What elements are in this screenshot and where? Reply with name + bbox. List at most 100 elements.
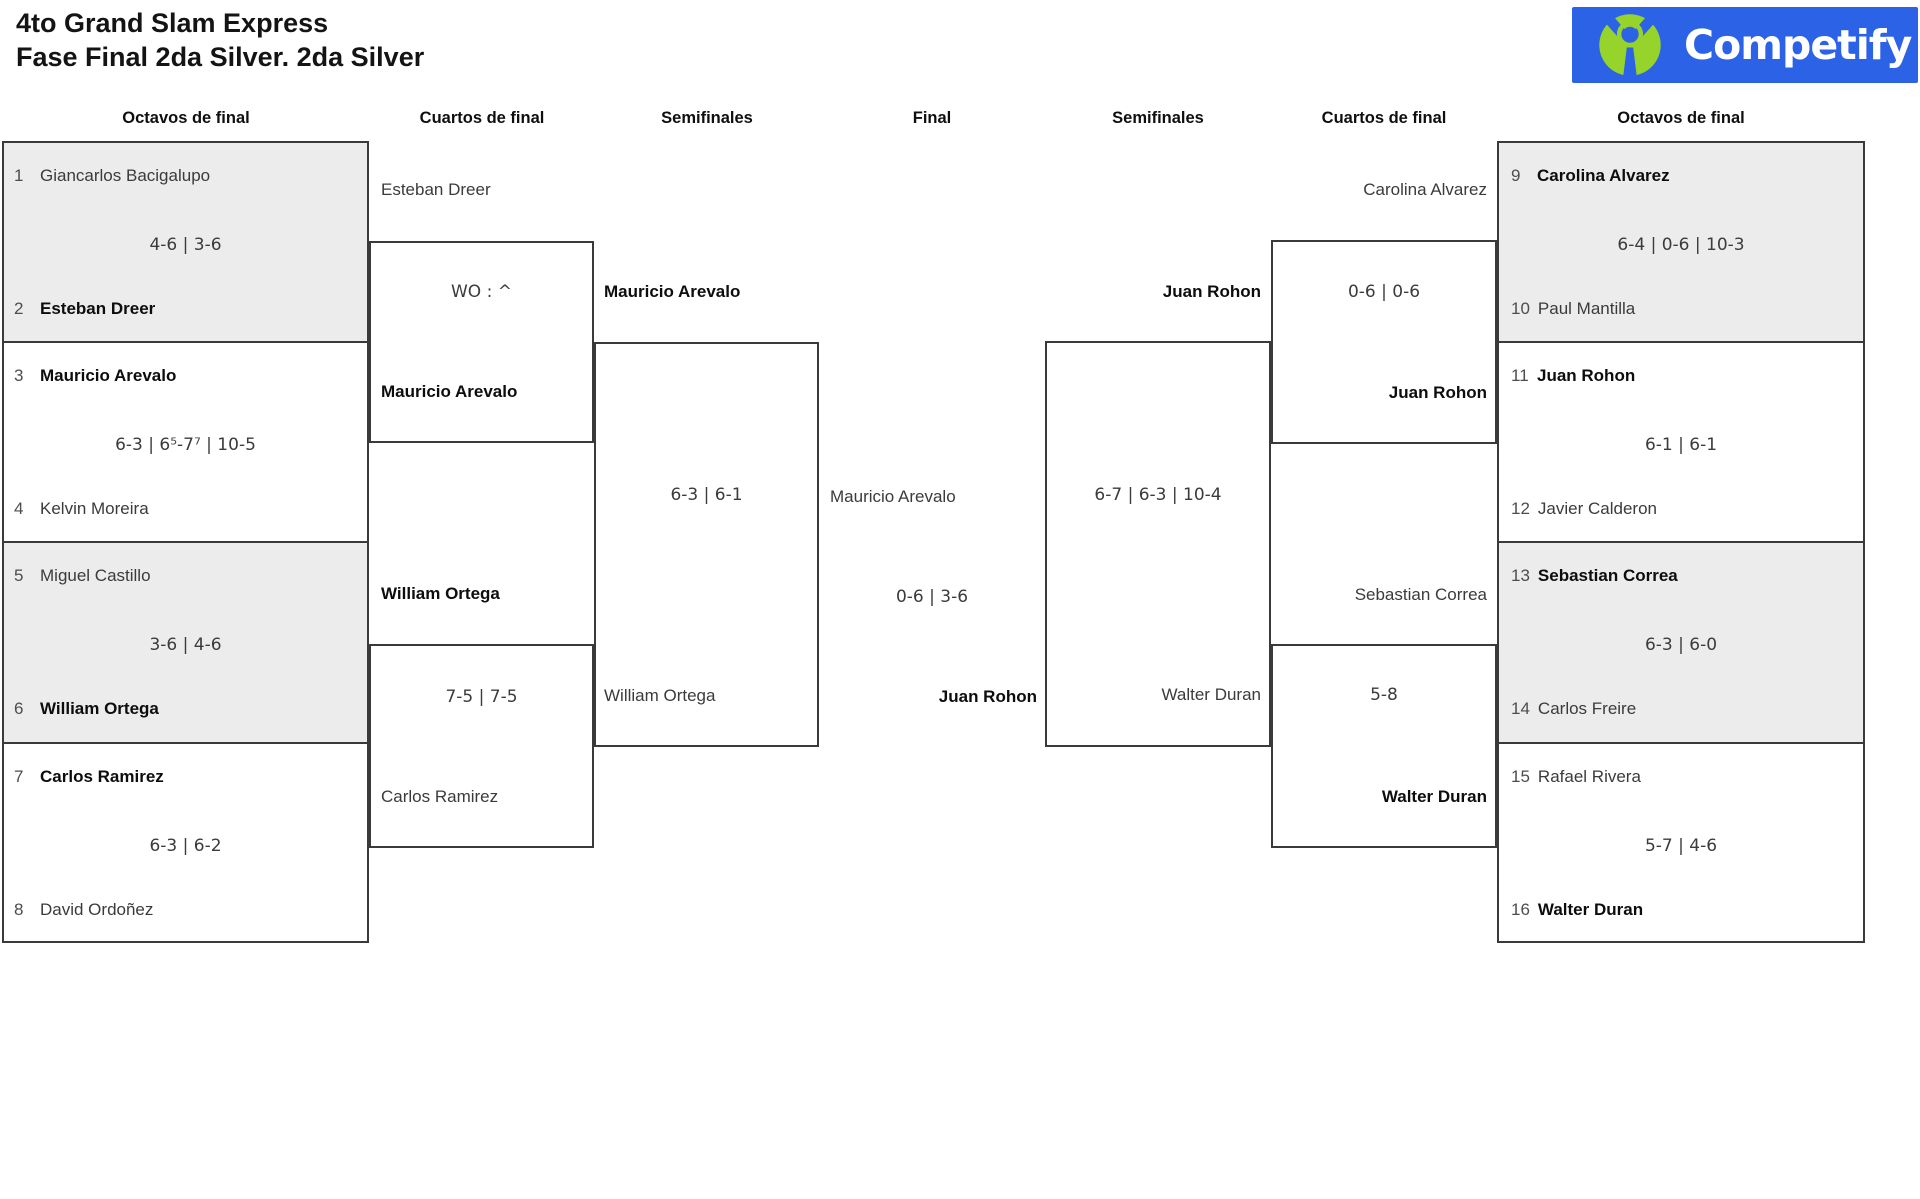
round-header-cuartos-right: Cuartos de final xyxy=(1321,109,1447,127)
player-name: Carlos Freire xyxy=(1537,699,1637,718)
player-name: William Ortega xyxy=(381,584,500,603)
player-row: 8 David Ordoñez xyxy=(14,899,153,921)
player-name: Giancarlos Bacigalupo xyxy=(40,166,211,185)
player-name: Carolina Alvarez xyxy=(1537,166,1670,185)
match-score: 7-5 | 7-5 xyxy=(445,687,518,707)
competify-person-icon xyxy=(1599,14,1661,77)
player-name: Sebastian Correa xyxy=(1354,585,1487,604)
player-name: Juan Rohon xyxy=(1388,383,1487,402)
match-score: 6-7 | 6-3 | 10-4 xyxy=(1094,485,1222,505)
player-name: Miguel Castillo xyxy=(40,566,151,585)
match-score: 6-3 | 6-0 xyxy=(1644,635,1718,655)
player-name: Paul Mantilla xyxy=(1537,299,1636,318)
match-box-octavos-left-2: 3 Mauricio Arevalo 6-3 | 6⁵-7⁷ | 10-5 4 Ke… xyxy=(2,341,369,543)
match-score: 6-3 | 6⁵-7⁷ | 10-5 xyxy=(115,435,256,455)
round-header-cuartos-left: Cuartos de final xyxy=(419,109,545,127)
phase-name: Fase Final 2da Silver. 2da Silver xyxy=(16,42,425,72)
player-name: Juan Rohon xyxy=(938,687,1037,706)
player-name: Mauricio Arevalo xyxy=(830,487,956,506)
match-score: 0-6 | 3-6 xyxy=(895,587,969,607)
seed-number: 1 xyxy=(14,166,24,185)
match-box-octavos-right-2: 11 Juan Rohon 6-1 | 6-1 12 Javier Calderon xyxy=(1497,341,1865,543)
player-row: 9 Carolina Alvarez xyxy=(1511,165,1670,187)
player-name: Juan Rohon xyxy=(1162,282,1261,301)
seed-number: 7 xyxy=(14,767,24,786)
match-box-cuartos-right-1 xyxy=(1271,240,1497,444)
competify-logo-text: Competify xyxy=(1684,21,1912,69)
round-header-semis-left: Semifinales xyxy=(661,109,753,127)
player-name: Carlos Ramirez xyxy=(40,767,164,786)
seed-number: 9 xyxy=(1511,166,1521,185)
match-box-semifinal-left xyxy=(594,342,819,747)
seed-number: 10 xyxy=(1511,299,1530,318)
seed-number: 6 xyxy=(14,699,24,718)
match-box-semifinal-right xyxy=(1045,341,1271,747)
seed-number: 5 xyxy=(14,566,24,585)
seed-number: 3 xyxy=(14,366,24,385)
player-name: Walter Duran xyxy=(1381,787,1487,806)
match-score: 6-3 | 6-1 xyxy=(670,485,743,505)
round-header-octavos-right: Octavos de final xyxy=(1617,109,1745,127)
round-header-octavos-left: Octavos de final xyxy=(122,109,250,127)
player-name: Javier Calderon xyxy=(1537,499,1657,518)
player-name: Walter Duran xyxy=(1537,900,1644,919)
player-row: 5 Miguel Castillo xyxy=(14,565,151,587)
player-row: 6 William Ortega xyxy=(14,698,159,720)
match-score: 6-3 | 6-2 xyxy=(149,836,222,856)
match-score: 0-6 | 0-6 xyxy=(1347,282,1421,302)
competify-logo: Competify xyxy=(1572,7,1918,83)
player-name: Carlos Ramirez xyxy=(381,787,499,806)
match-box-octavos-left-4: 7 Carlos Ramirez 6-3 | 6-2 8 David Ordoñez xyxy=(2,742,369,943)
player-name: Carolina Alvarez xyxy=(1363,180,1487,199)
player-row: 1 Giancarlos Bacigalupo xyxy=(14,165,210,187)
match-score: 6-4 | 0-6 | 10-3 xyxy=(1617,235,1745,255)
match-box-cuartos-left-1 xyxy=(369,241,594,443)
player-row: 2 Esteban Dreer xyxy=(14,298,155,320)
seed-number: 13 xyxy=(1511,566,1530,585)
player-name: Sebastian Correa xyxy=(1537,566,1678,585)
player-row: 3 Mauricio Arevalo xyxy=(14,365,176,387)
player-name: Esteban Dreer xyxy=(381,180,491,199)
match-score: 5-8 xyxy=(1370,685,1398,705)
seed-number: 14 xyxy=(1511,699,1530,718)
seed-number: 2 xyxy=(14,299,24,318)
match-box-octavos-right-1: 9 Carolina Alvarez 6-4 | 0-6 | 10-3 10 Pau… xyxy=(1497,141,1865,343)
player-row: 13 Sebastian Correa xyxy=(1511,565,1678,587)
player-row: 7 Carlos Ramirez xyxy=(14,766,164,788)
player-name: Esteban Dreer xyxy=(40,299,156,318)
player-name: Mauricio Arevalo xyxy=(604,282,741,301)
player-row: 10 Paul Mantilla xyxy=(1511,298,1635,320)
player-row: 11 Juan Rohon xyxy=(1511,365,1635,387)
match-box-cuartos-right-2 xyxy=(1271,644,1497,848)
player-name: Kelvin Moreira xyxy=(40,499,149,518)
match-score: WO : ^ xyxy=(451,282,512,302)
seed-number: 8 xyxy=(14,900,24,919)
seed-number: 11 xyxy=(1511,366,1529,385)
page-title: 4to Grand Slam Express Fase Final 2da Si… xyxy=(16,6,424,74)
match-box-octavos-right-3: 13 Sebastian Correa 6-3 | 6-0 14 Carlos Fr… xyxy=(1497,541,1865,744)
player-name: Mauricio Arevalo xyxy=(40,366,177,385)
player-name: Juan Rohon xyxy=(1537,366,1636,385)
match-score: 3-6 | 4-6 xyxy=(149,635,222,655)
player-row: 4 Kelvin Moreira xyxy=(14,498,149,520)
seed-number: 4 xyxy=(14,499,24,518)
seed-number: 12 xyxy=(1511,499,1530,518)
match-box-octavos-left-3: 5 Miguel Castillo 3-6 | 4-6 6 William Orte… xyxy=(2,541,369,744)
player-name: William Ortega xyxy=(40,699,159,718)
match-score: 6-1 | 6-1 xyxy=(1644,435,1718,455)
seed-number: 15 xyxy=(1511,767,1530,786)
match-score: 5-7 | 4-6 xyxy=(1644,836,1718,856)
player-name: David Ordoñez xyxy=(40,900,154,919)
player-row: 12 Javier Calderon xyxy=(1511,498,1657,520)
player-row: 14 Carlos Freire xyxy=(1511,698,1636,720)
player-name: Mauricio Arevalo xyxy=(381,382,518,401)
tournament-name: 4to Grand Slam Express xyxy=(16,8,329,38)
round-header-final: Final xyxy=(912,109,952,127)
round-header-semis-right: Semifinales xyxy=(1112,109,1204,127)
match-box-cuartos-left-2 xyxy=(369,644,594,848)
player-name: William Ortega xyxy=(604,686,716,705)
